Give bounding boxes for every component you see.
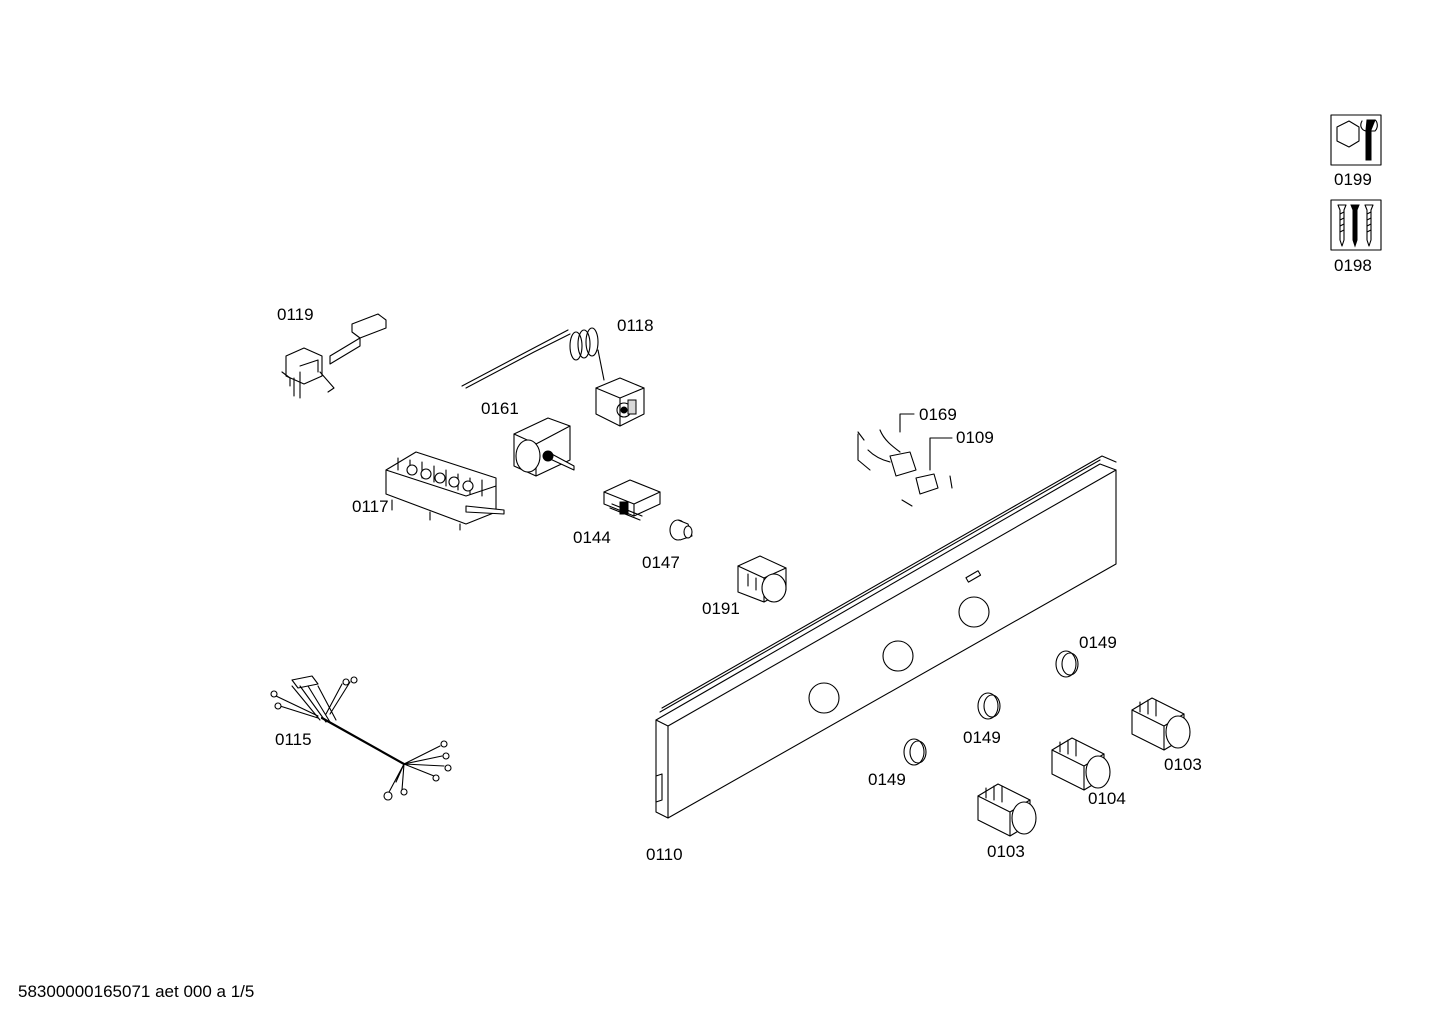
control-knob-part <box>977 783 1037 837</box>
part-label-0147: 0147 <box>642 553 680 572</box>
part-label-0119: 0119 <box>277 305 314 324</box>
part-label-0144: 0144 <box>573 528 611 547</box>
bezel-ring-part <box>1055 650 1079 678</box>
part-label-0161: 0161 <box>481 399 519 418</box>
part-label-0117: 0117 <box>352 497 389 516</box>
part-label-0149: 0149 <box>868 770 906 789</box>
part-label-0118: 0118 <box>617 316 654 335</box>
part-label-0191: 0191 <box>702 599 740 618</box>
part-label-0103: 0103 <box>987 842 1025 861</box>
bracket-part <box>281 313 387 399</box>
part-label-0115: 0115 <box>275 730 312 749</box>
control-knob-part <box>1051 737 1111 791</box>
bezel-ring-part <box>977 692 1001 720</box>
screws-icon <box>1330 199 1382 251</box>
terminal-switch-part <box>385 451 505 531</box>
holder-part <box>603 479 661 521</box>
part-label-0104: 0104 <box>1088 789 1126 808</box>
tool-label-0199: 0199 <box>1334 170 1372 189</box>
part-label-0110: 0110 <box>646 845 683 864</box>
selector-switch-part <box>513 417 575 477</box>
tool-label-0198: 0198 <box>1334 256 1372 275</box>
wrench-nut-icon <box>1330 114 1382 166</box>
part-label-0149: 0149 <box>963 728 1001 747</box>
control-panel-fascia <box>655 455 1117 819</box>
part-label-0109: 0109 <box>956 428 994 447</box>
leader-lines <box>899 413 953 471</box>
control-knob-part <box>1131 697 1191 751</box>
control-switch-part <box>737 555 787 603</box>
part-label-0103: 0103 <box>1164 755 1202 774</box>
document-id-footer: 58300000165071 aet 000 a 1/5 <box>18 982 255 1001</box>
wiring-harness-part <box>270 675 452 801</box>
thermostat-part <box>461 327 645 427</box>
part-label-0169: 0169 <box>919 405 957 424</box>
part-label-0149: 0149 <box>1079 633 1117 652</box>
bezel-ring-part <box>903 738 927 766</box>
lamp-part <box>669 519 693 541</box>
circuit-board-part <box>857 429 953 507</box>
